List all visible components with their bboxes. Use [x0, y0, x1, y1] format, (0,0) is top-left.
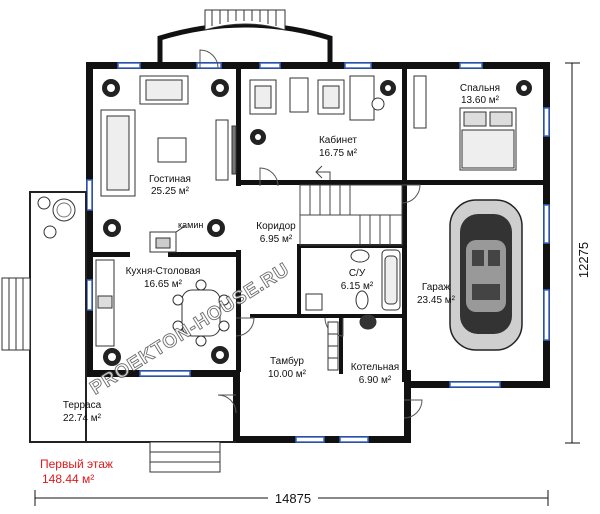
doors [199, 49, 423, 419]
room-kitchen-name: Кухня-Столовая [126, 266, 201, 277]
room-living-area: 25.25 м² [151, 186, 190, 197]
room-garage-name: Гараж [422, 282, 451, 293]
living-room-furniture [100, 75, 237, 197]
room-corridor-name: Коридор [256, 221, 296, 232]
room-study-name: Кабинет [319, 134, 357, 146]
staircase [299, 165, 403, 246]
bedroom-furniture [413, 75, 517, 171]
floor-name: Первый этаж [40, 457, 113, 471]
room-vestibule-area: 10.00 м² [268, 369, 307, 380]
room-living-name: Гостиная [149, 174, 191, 185]
fireplace-label: камин [178, 220, 203, 230]
room-kitchen-area: 16.65 м² [144, 279, 183, 290]
room-garage-area: 23.45 м² [417, 295, 456, 306]
room-boiler-area: 6.90 м² [359, 375, 392, 386]
dimension-height: 12275 [576, 242, 591, 278]
plants [102, 79, 532, 366]
dimension-width: 14875 [275, 491, 311, 506]
study-furniture [249, 75, 385, 121]
watermark-text: PROEKTON-HOUSE.RU [87, 259, 294, 399]
kitchen-furniture [95, 259, 230, 347]
room-bedroom-name: Спальня [460, 83, 500, 94]
room-bathroom-area: 6.15 м² [341, 281, 374, 292]
room-terrace-area: 22.74 м² [63, 413, 102, 424]
watermark: PROEKTON-HOUSE.RU [86, 259, 294, 400]
room-corridor-area: 6.95 м² [260, 234, 293, 245]
bay-window [157, 9, 333, 62]
fireplace [149, 225, 186, 253]
bathroom-fixtures [305, 249, 401, 330]
terrace [1, 191, 236, 473]
room-terrace-name: Терраса [63, 400, 102, 411]
room-vestibule-name: Тамбур [270, 355, 304, 367]
room-bedroom-area: 13.60 м² [461, 95, 500, 106]
interior-walls [90, 66, 544, 382]
room-bathroom-name: С/У [349, 268, 366, 279]
car [449, 199, 523, 351]
room-boiler-name: Котельная [351, 362, 399, 373]
floor-area: 148.44 м² [42, 472, 94, 486]
room-study-area: 16.75 м² [319, 148, 358, 159]
windows [86, 62, 550, 443]
boiler-equipment [327, 321, 339, 371]
